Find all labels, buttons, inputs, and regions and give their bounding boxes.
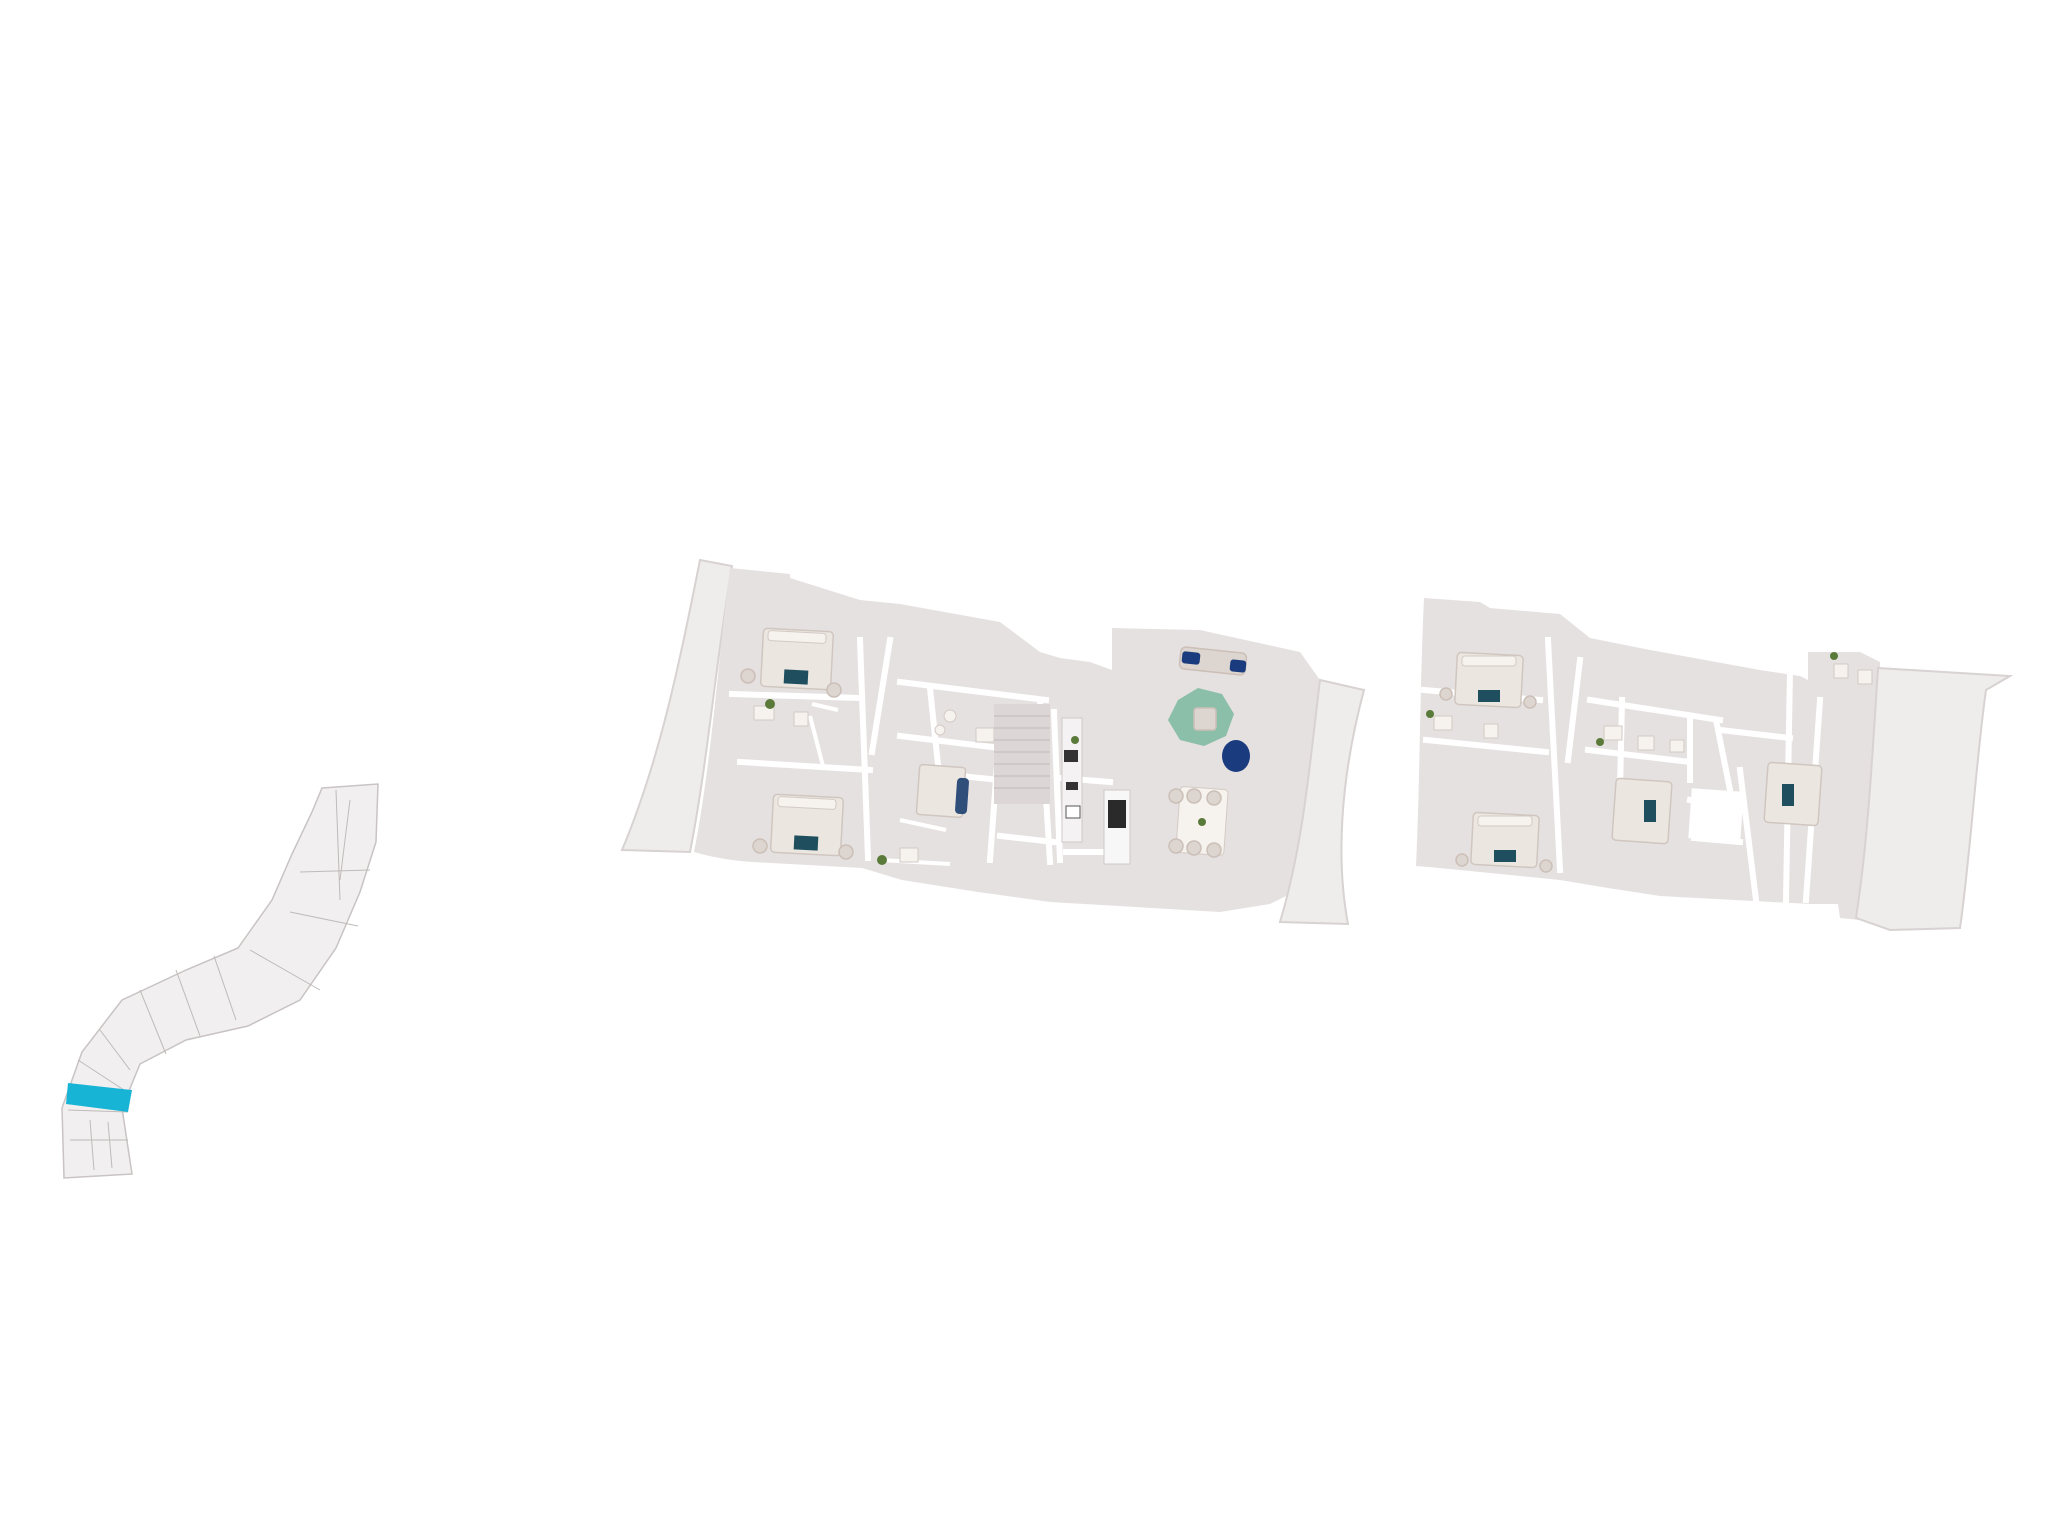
plant-icon	[877, 855, 887, 865]
unit-a-dining	[1168, 786, 1229, 858]
plant-icon	[1830, 652, 1838, 660]
plant-icon	[1426, 710, 1434, 718]
unit-b-bedroom-1-rug-icon	[1478, 690, 1500, 702]
unit-a-west-terrace	[620, 558, 734, 854]
unit-a-living-area	[1168, 646, 1250, 772]
unit-b-plan	[1416, 598, 2014, 932]
plant-icon	[1071, 736, 1079, 744]
cooktop-icon	[1108, 800, 1126, 828]
unit-a-plan	[620, 558, 1366, 926]
unit-a-bedroom-2	[752, 793, 854, 860]
unit-a-east-terrace	[1278, 678, 1366, 926]
plant-icon	[1198, 818, 1206, 826]
unit-b-bedroom-3-rug-icon	[1644, 800, 1656, 822]
unit-b-bedroom-4-rug-icon	[1782, 784, 1794, 806]
unit-b-terrace	[1854, 666, 2014, 932]
unit-b-bedroom-2-rug-icon	[1494, 850, 1516, 862]
unit-a-bedroom-1	[740, 627, 842, 698]
unit-b-bedroom-2	[1455, 811, 1553, 873]
unit-a-bedroom-2-rug-icon	[793, 835, 819, 851]
key-plan-highlighted-unit[interactable]	[66, 1083, 132, 1112]
key-plan	[61, 783, 379, 1179]
plant-icon	[765, 699, 775, 709]
armchair-icon	[1222, 740, 1250, 772]
plant-icon	[1596, 738, 1604, 746]
cushion-icon	[1181, 651, 1201, 665]
unit-b-bedroom-4	[1763, 761, 1823, 827]
unit-b-bathrooms	[1426, 652, 1873, 753]
key-plan-footprint	[61, 783, 379, 1179]
unit-a-kitchen	[1061, 717, 1131, 865]
cushion-icon	[1229, 659, 1247, 673]
unit-a-bedroom-3	[915, 763, 969, 819]
unit-a-stair	[994, 704, 1050, 804]
unit-b-bedroom-3	[1611, 777, 1673, 845]
unit-b-bedroom-1	[1439, 651, 1537, 709]
unit-a-bedroom-1-rug-icon	[783, 669, 809, 685]
